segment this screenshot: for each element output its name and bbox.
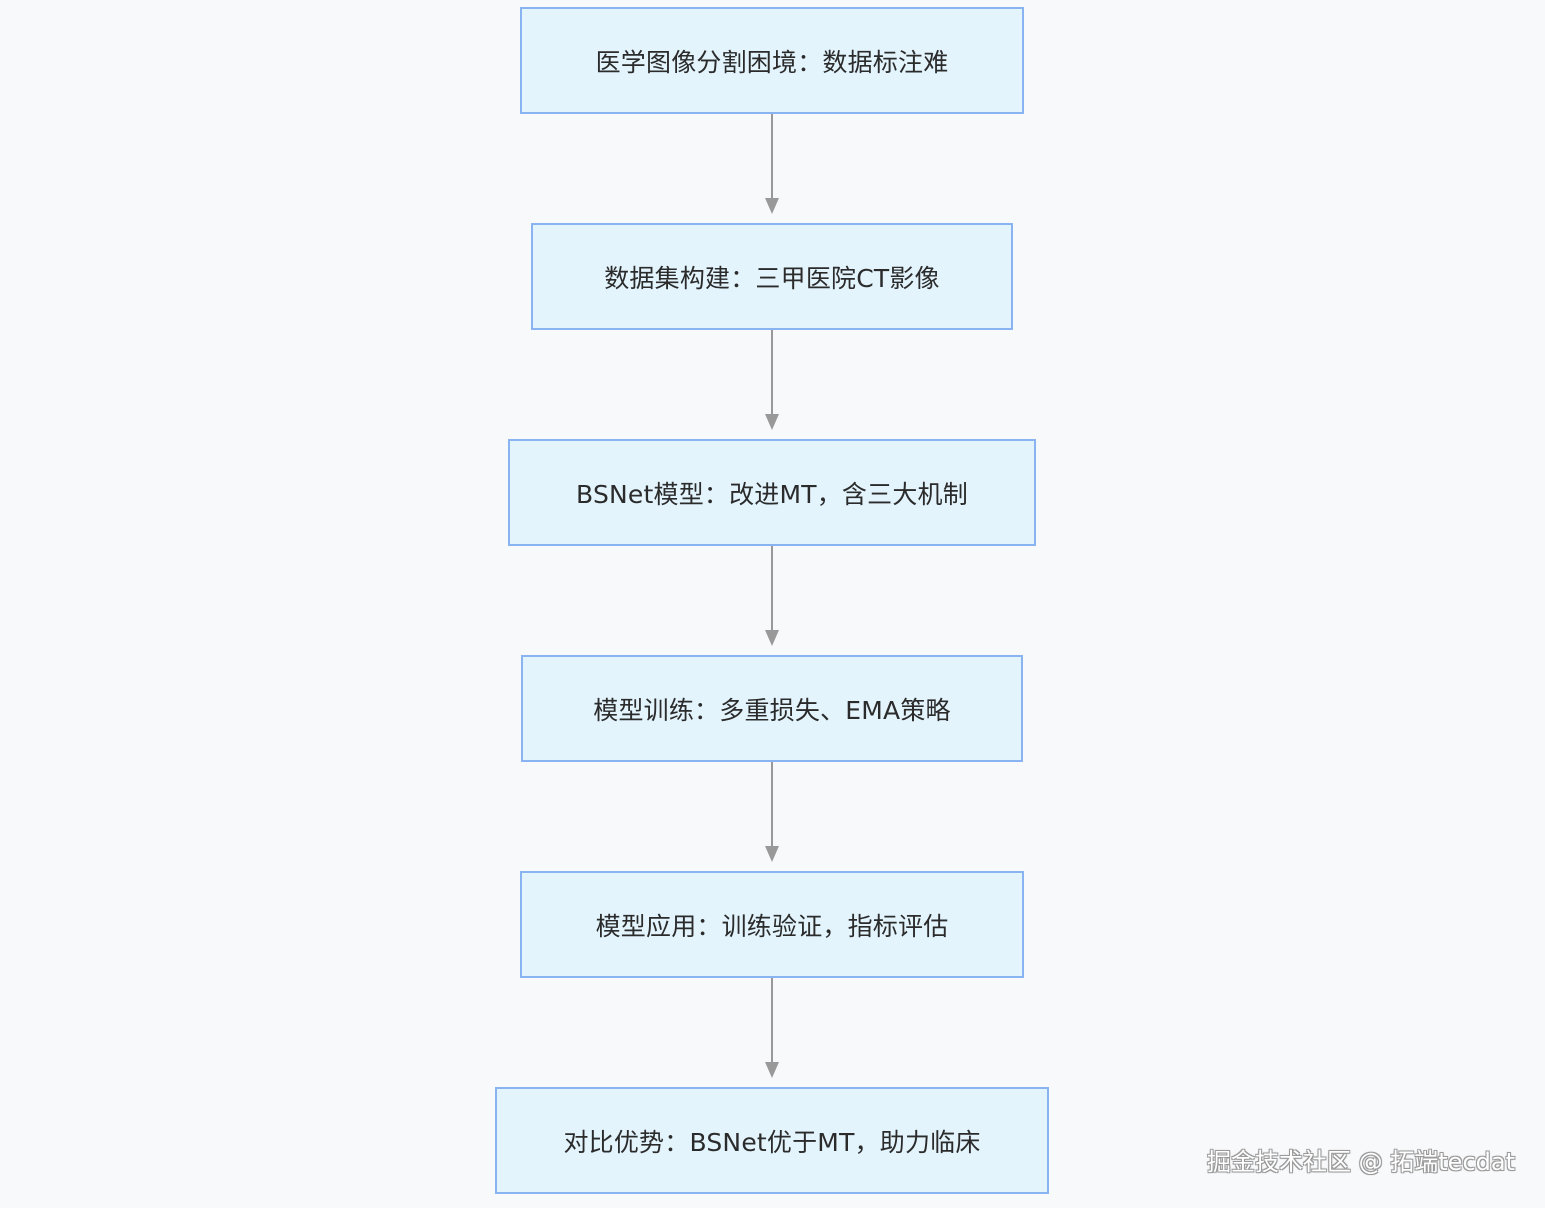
node-model-application: 模型应用：训练验证，指标评估 [520, 871, 1024, 978]
node-bsnet-model: BSNet模型：改进MT，含三大机制 [508, 439, 1036, 546]
node-dataset-construction: 数据集构建：三甲医院CT影像 [531, 223, 1013, 330]
node-label: 数据集构建：三甲医院CT影像 [604, 263, 940, 293]
node-annotation-difficulty: 医学图像分割困境：数据标注难 [520, 7, 1024, 114]
node-label: 模型应用：训练验证，指标评估 [595, 911, 949, 941]
node-label: 医学图像分割困境：数据标注难 [595, 47, 949, 77]
node-label: 模型训练：多重损失、EMA策略 [593, 695, 951, 725]
node-model-training: 模型训练：多重损失、EMA策略 [521, 655, 1023, 762]
watermark: 掘金技术社区 @ 拓端tecdat [1207, 1148, 1515, 1176]
node-label: BSNet模型：改进MT，含三大机制 [576, 479, 968, 509]
node-label: 对比优势：BSNet优于MT，助力临床 [563, 1127, 981, 1157]
node-comparison-advantage: 对比优势：BSNet优于MT，助力临床 [495, 1087, 1049, 1194]
